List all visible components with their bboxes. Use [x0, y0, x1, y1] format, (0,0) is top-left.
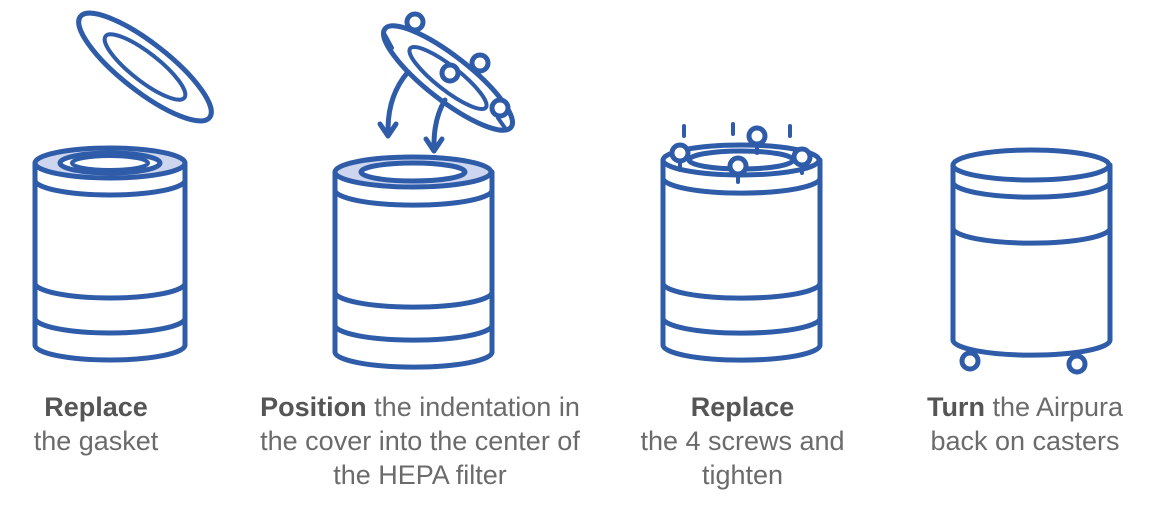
- step-4-text: the Airpura back on casters: [930, 392, 1124, 456]
- step-3-action: Replace: [690, 392, 795, 422]
- step-2-action: Position: [260, 392, 367, 422]
- step-1-action: Replace: [44, 392, 148, 422]
- step-3-caption: Replace the 4 screws and tighten: [630, 390, 855, 492]
- step-4-caption: Turn the Airpura back on casters: [900, 390, 1150, 458]
- casters-illustration: [950, 147, 1113, 375]
- step-1-text: the gasket: [33, 426, 159, 456]
- step-1-caption: Replace the gasket: [0, 390, 192, 458]
- gasket-replace-illustration: [32, 10, 214, 363]
- step-2-caption: Position the indentation in the cover in…: [250, 390, 590, 492]
- step-4-action: Turn: [926, 392, 985, 422]
- screws-replace-illustration: [660, 122, 823, 363]
- step-3-text: the 4 screws and tighten: [640, 426, 845, 490]
- step-2-text: the indentation in the cover into the ce…: [260, 392, 580, 490]
- cover-position-illustration: [332, 11, 515, 370]
